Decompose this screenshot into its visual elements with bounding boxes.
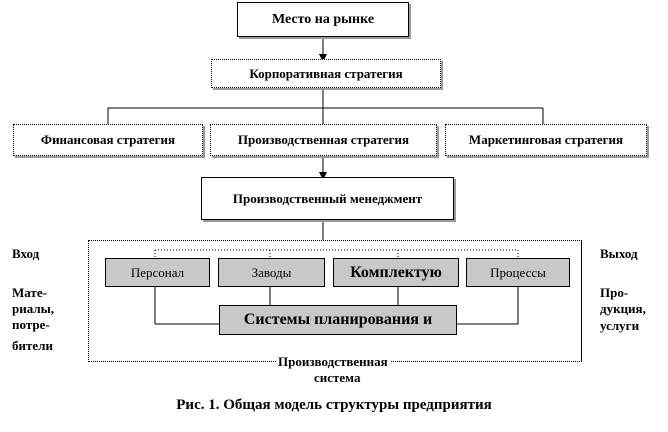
node-personnel: Персонал <box>105 258 210 287</box>
input-title: Вход <box>12 246 40 261</box>
node-production-strategy: Производственная стратегия <box>210 124 437 156</box>
system-label-line2: система <box>314 370 361 385</box>
node-marketing-strategy: Маркетинговая стратегия <box>445 124 647 156</box>
node-plants-label: Заводы <box>251 264 292 280</box>
output-line-2: дукция, <box>600 301 646 316</box>
node-planning-systems: Системы планирования и <box>219 305 457 335</box>
input-line-3: потре- <box>12 317 50 332</box>
node-processes: Процессы <box>466 258 570 287</box>
node-marketing-strategy-label: Маркетинговая стратегия <box>468 132 624 147</box>
node-financial-strategy-label: Финансовая стратегия <box>40 132 176 147</box>
output-title: Выход <box>600 246 638 261</box>
node-personnel-label: Персонал <box>130 264 185 280</box>
node-market-position: Место на рынке <box>237 2 409 37</box>
node-components: Комплектую <box>333 258 459 287</box>
node-production-management-label: Производственный менеджмент <box>232 190 423 206</box>
system-label-line1: Производственная <box>276 354 390 370</box>
node-production-management: Производственный менеджмент <box>201 177 454 220</box>
node-planning-systems-label: Системы планирования и <box>243 311 433 328</box>
node-corporate-strategy-label: Корпоративная стратегия <box>249 65 403 81</box>
node-market-position-label: Место на рынке <box>271 11 375 27</box>
node-corporate-strategy: Корпоративная стратегия <box>211 59 441 88</box>
figure-caption: Рис. 1. Общая модель структуры предприят… <box>176 397 492 413</box>
input-line-4: бители <box>12 338 53 353</box>
input-line-1: Мате- <box>12 285 47 300</box>
node-processes-label: Процессы <box>490 264 546 280</box>
node-financial-strategy: Финансовая стратегия <box>13 124 203 156</box>
node-components-label: Комплектую <box>350 263 442 281</box>
node-plants: Заводы <box>218 258 325 287</box>
output-line-1: Про- <box>600 285 629 300</box>
node-production-strategy-label: Производственная стратегия <box>237 132 410 147</box>
output-line-3: услуги <box>600 318 640 333</box>
input-line-2: риалы, <box>12 301 55 316</box>
